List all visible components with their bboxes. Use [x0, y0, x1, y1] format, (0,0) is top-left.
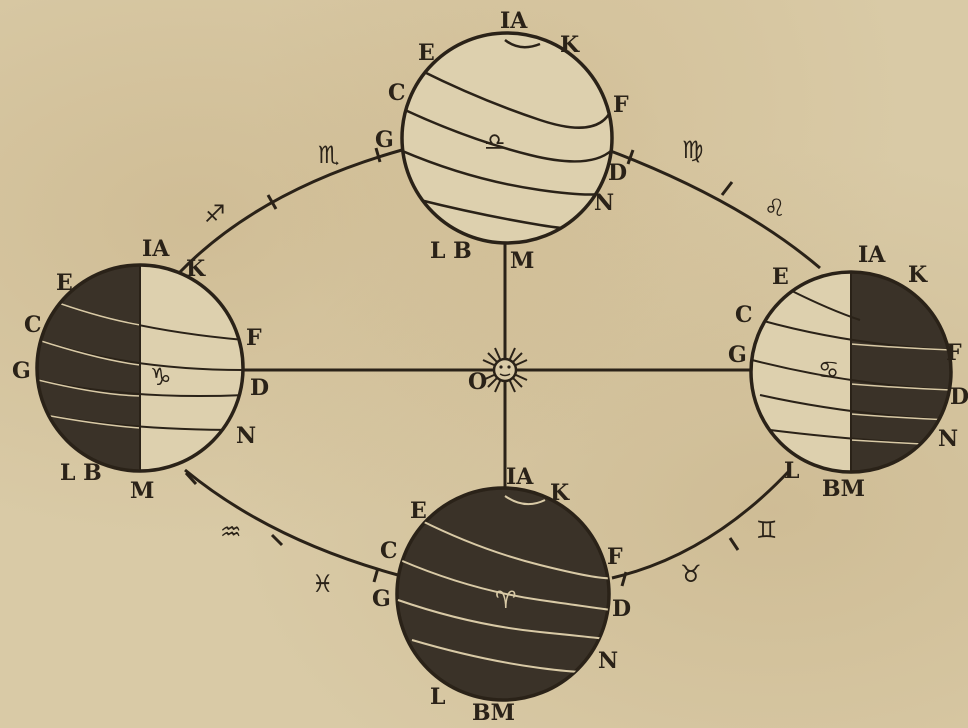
label-k: K [186, 256, 206, 282]
sagittarius-sign: ♐ [204, 200, 226, 228]
globe-right: ♋ [751, 265, 961, 485]
label-lb: L [784, 458, 799, 484]
label-f: F [613, 92, 629, 118]
label-ia: IA [142, 236, 170, 262]
label-lb: L B [430, 238, 472, 264]
label-n: N [598, 648, 618, 674]
label-c: C [24, 312, 42, 338]
aries-sign: ♈ [495, 586, 517, 614]
cancer-sign: ♋ [818, 356, 840, 384]
label-f: F [946, 340, 962, 366]
label-f: F [246, 325, 262, 351]
label-c: C [735, 302, 753, 328]
gemini-sign: ♊ [756, 516, 778, 544]
label-lb: L B [60, 460, 102, 486]
label-n: N [236, 423, 256, 449]
label-k: K [560, 32, 580, 58]
label-k: K [908, 262, 928, 288]
label-ia: IA [500, 8, 528, 34]
label-f: F [607, 544, 623, 570]
label-m: M [130, 478, 154, 504]
label-c: C [388, 80, 406, 106]
label-e: E [418, 40, 435, 66]
label-d: D [612, 596, 631, 622]
sun-label: O [468, 369, 487, 395]
label-k: K [550, 480, 570, 506]
label-ia: IA [506, 464, 534, 490]
label-g: G [375, 127, 394, 153]
label-e: E [410, 498, 427, 524]
label-m: M [510, 248, 534, 274]
pisces-sign: ♓ [312, 570, 334, 598]
label-lb: L [430, 684, 445, 710]
scorpio-sign: ♏ [318, 141, 340, 169]
leo-sign: ♌ [764, 194, 786, 222]
taurus-sign: ♉ [680, 560, 702, 588]
sun-icon [481, 346, 529, 394]
label-e: E [772, 264, 789, 290]
label-g: G [12, 358, 31, 384]
capricorn-sign: ♑ [150, 363, 172, 391]
libra-sign: ♎ [484, 128, 506, 156]
label-g: G [372, 586, 391, 612]
label-ia: IA [858, 242, 886, 268]
label-n: N [594, 190, 614, 216]
label-n: N [938, 426, 958, 452]
label-d: D [250, 375, 269, 401]
globe-bottom: ♈ [397, 488, 612, 700]
label-m: BM [472, 700, 515, 726]
aquarius-sign: ♒ [220, 518, 242, 546]
label-m: BM [822, 476, 865, 502]
label-c: C [380, 538, 398, 564]
virgo-sign: ♍ [682, 136, 704, 164]
label-e: E [56, 270, 73, 296]
label-d: D [950, 384, 968, 410]
label-d: D [608, 160, 627, 186]
label-g: G [728, 342, 747, 368]
